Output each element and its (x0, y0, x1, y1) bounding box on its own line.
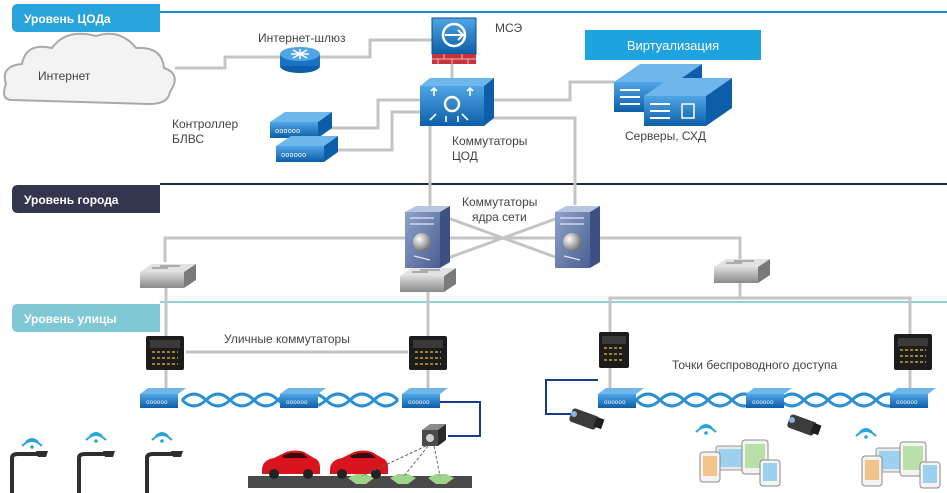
virtualization-label: Виртуализация (627, 38, 719, 53)
camera-icon-2 (787, 414, 822, 436)
core-label-1: Коммутаторы (462, 195, 537, 209)
access-point-icon-2: oooooo (280, 388, 326, 408)
svg-text:oooooo: oooooo (604, 399, 626, 406)
access-point-icon-5: oooooo (746, 388, 792, 408)
router-icon (280, 47, 320, 73)
wifi-icon (21, 438, 43, 447)
user-devices-icon-1 (695, 424, 781, 487)
svg-text:oooooo: oooooo (286, 399, 308, 406)
wifi-icon (151, 432, 173, 441)
city-level-tab: Уровень города (12, 185, 160, 213)
street-switches-label: Уличные коммутаторы (224, 332, 350, 346)
svg-text:oooooo: oooooo (752, 399, 774, 406)
virtualization-badge: Виртуализация (585, 30, 761, 60)
access-point-icon-1: oooooo (140, 388, 186, 408)
road-icon (248, 474, 472, 488)
street-light-icon-1 (10, 438, 48, 493)
core-label-2: ядра сети (472, 210, 527, 224)
street-switch-icon-4 (894, 334, 932, 370)
internet-cloud-icon: Интернет (3, 32, 176, 106)
street-level-label: Уровень улицы (24, 312, 117, 326)
svg-text:oooooo: oooooo (275, 128, 300, 136)
dc-switch-icon (420, 78, 494, 126)
wlan-controller-icon-top: oooooo (270, 112, 332, 138)
core-switch-icon-left (405, 206, 450, 268)
svg-text:oooooo: oooooo (281, 152, 306, 160)
street-switch-icon-2 (409, 336, 447, 370)
wifi-icon (695, 424, 717, 433)
access-point-icon-3: oooooo (402, 388, 448, 408)
wireless-points-label: Точки беспроводного доступа (672, 358, 837, 372)
wlan-controller-icon-bottom: oooooo (276, 136, 338, 162)
controller-label-2: БЛВС (172, 132, 204, 146)
user-devices-icon-2 (855, 428, 941, 489)
street-switch-icon-3 (599, 332, 629, 368)
core-switch-icon-right (555, 206, 600, 268)
camera-icon-1 (569, 408, 605, 430)
street-light-icon-2 (77, 432, 115, 493)
servers-label: Серверы, СХД (625, 129, 706, 143)
car-icon-2 (330, 450, 388, 479)
access-point-icon-4: oooooo (598, 388, 644, 408)
svg-text:oooooo: oooooo (896, 399, 918, 406)
svg-text:oooooo: oooooo (408, 399, 430, 406)
traffic-sensor-icon (361, 424, 446, 477)
distribution-switch-icon-right (714, 259, 770, 283)
camera-links (440, 379, 598, 437)
city-level-label: Уровень города (24, 193, 119, 207)
street-light-icon-3 (145, 432, 183, 493)
dc-level-tab: Уровень ЦОДа (12, 4, 160, 32)
dc-switches-label-1: Коммутаторы (452, 134, 527, 148)
firewall-icon (431, 17, 477, 64)
svg-text:oooooo: oooooo (146, 399, 168, 406)
wifi-icon (855, 428, 877, 437)
internet-label: Интернет (38, 69, 91, 83)
gateway-label: Интернет-шлюз (258, 31, 346, 45)
dc-level-label: Уровень ЦОДа (24, 12, 111, 26)
access-point-icon-6: oooooo (890, 388, 936, 408)
firewall-label: МСЭ (495, 21, 523, 35)
distribution-switch-icon-center (400, 268, 456, 292)
distribution-switch-icon-left (140, 264, 196, 288)
dc-switches-label-2: ЦОД (452, 149, 478, 163)
controller-label-1: Контроллер (172, 117, 239, 131)
street-level-tab: Уровень улицы (12, 304, 160, 332)
wifi-icon (85, 432, 107, 441)
storage-icon-front (644, 78, 732, 126)
street-switch-icon-1 (146, 336, 184, 370)
car-icon-1 (262, 450, 320, 479)
